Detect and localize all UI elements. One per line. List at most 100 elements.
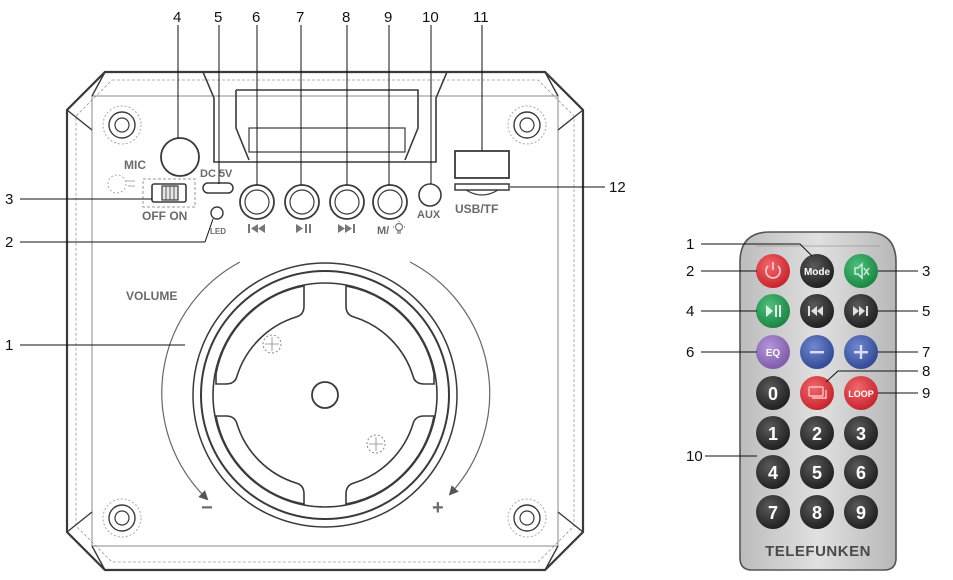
svg-text:9: 9 [856,503,866,523]
speaker-face [91,95,559,547]
callout-7: 7 [296,9,304,26]
callout-12: 12 [609,179,626,196]
remote-callout-7: 7 [922,344,930,361]
callout-10: 10 [422,9,439,26]
hook-icon [107,174,135,194]
speaker-body-outline [65,70,585,572]
source-icon [808,386,827,399]
top-handle [202,71,448,163]
svg-text:6: 6 [856,463,866,483]
corner-screw-tr [507,105,547,145]
corner-brackets [66,71,584,571]
light-bulb-icon [393,221,405,234]
remote-callout-lines [701,243,918,457]
aux-jack [418,183,442,207]
remote-eq-button: EQ [756,335,790,369]
remote-number-0: 0 [756,376,790,410]
remote-callout-1: 1 [686,236,694,253]
remote-mode-button: Mode [800,254,834,288]
led-label: LED [210,227,226,236]
remote-number-1: 1 [756,416,790,450]
svg-text:3: 3 [856,424,866,444]
play-pause-icon [766,305,781,317]
volume-label: VOLUME [126,289,177,303]
callout-4: 4 [173,9,181,26]
callout-6: 6 [252,9,260,26]
remote-callout-numbers: 1 2 3 4 5 6 7 8 9 10 [686,236,930,465]
corner-screw-br [507,498,547,538]
remote-next-button [844,294,878,328]
callout-1: 1 [5,337,13,354]
remote-volume-down-button [800,335,834,369]
dc-label: DC 5V [200,168,233,180]
remote-play-pause-button [756,294,790,328]
remote-callout-2: 2 [686,263,694,280]
mic-label: MIC [124,158,146,172]
remote-callout-5: 5 [922,303,930,320]
mode-key-label: M/ [377,225,389,237]
speaker-callout-numbers: 4 5 6 7 8 9 10 11 12 3 2 1 [5,9,626,354]
corner-screw-bl [102,498,142,538]
svg-text:LOOP: LOOP [848,389,874,399]
aux-label: AUX [417,209,441,221]
svg-text:8: 8 [812,503,822,523]
prev-icon [248,224,265,233]
play-pause-icon [296,224,311,233]
mode-light-button [372,184,408,220]
remote-source-button [800,376,834,410]
remote-brand-logo: TELEFUNKEN [765,543,871,560]
volume-minus-label: − [201,497,213,519]
svg-text:1: 1 [768,424,778,444]
volume-arc-left [161,261,241,501]
dial-screw-icon [262,334,386,454]
remote-callout-8: 8 [922,363,930,380]
led-indicator [210,206,224,220]
remote-loop-button: LOOP [844,376,878,410]
remote-number-2: 2 [800,416,834,450]
svg-text:Mode: Mode [804,267,831,278]
remote-callout-3: 3 [922,263,930,280]
plus-icon [854,345,868,359]
remote-mute-button [844,254,878,288]
svg-text:0: 0 [768,384,778,404]
svg-text:2: 2 [812,424,822,444]
svg-text:5: 5 [812,463,822,483]
remote-number-4: 4 [756,455,790,489]
speaker-body-inner-outline [75,79,575,563]
tf-slot [454,183,510,196]
power-switch [142,178,196,208]
power-switch-label: OFF ON [142,209,187,223]
remote-number-6: 6 [844,455,878,489]
minus-icon [810,351,824,354]
remote-control: Mode [739,231,897,571]
callout-8: 8 [342,9,350,26]
svg-text:EQ: EQ [766,348,781,359]
next-icon [853,306,868,316]
mic-jack [160,137,200,177]
prev-icon [808,306,823,316]
speaker-panel-text: MIC DC 5V OFF ON LED VOLUME AUX USB/TF M… [124,158,498,519]
remote-callout-10: 10 [686,448,703,465]
svg-text:4: 4 [768,463,778,483]
volume-dial [192,262,458,528]
power-icon [765,262,781,279]
speaker-panel [65,70,585,572]
remote-callout-4: 4 [686,303,694,320]
callout-9: 9 [384,9,392,26]
play-pause-button [284,184,320,220]
remote-number-3: 3 [844,416,878,450]
mute-icon [854,262,870,280]
remote-power-button [756,254,790,288]
remote-number-7: 7 [756,495,790,529]
remote-number-9: 9 [844,495,878,529]
remote-prev-button [800,294,834,328]
svg-text:7: 7 [768,503,778,523]
usb-tf-label: USB/TF [455,202,498,216]
remote-number-8: 8 [800,495,834,529]
speaker-callout-lines [20,25,605,346]
remote-number-5: 5 [800,455,834,489]
callout-11: 11 [473,9,489,26]
volume-arc-right [409,261,491,496]
dc-port [202,182,234,194]
